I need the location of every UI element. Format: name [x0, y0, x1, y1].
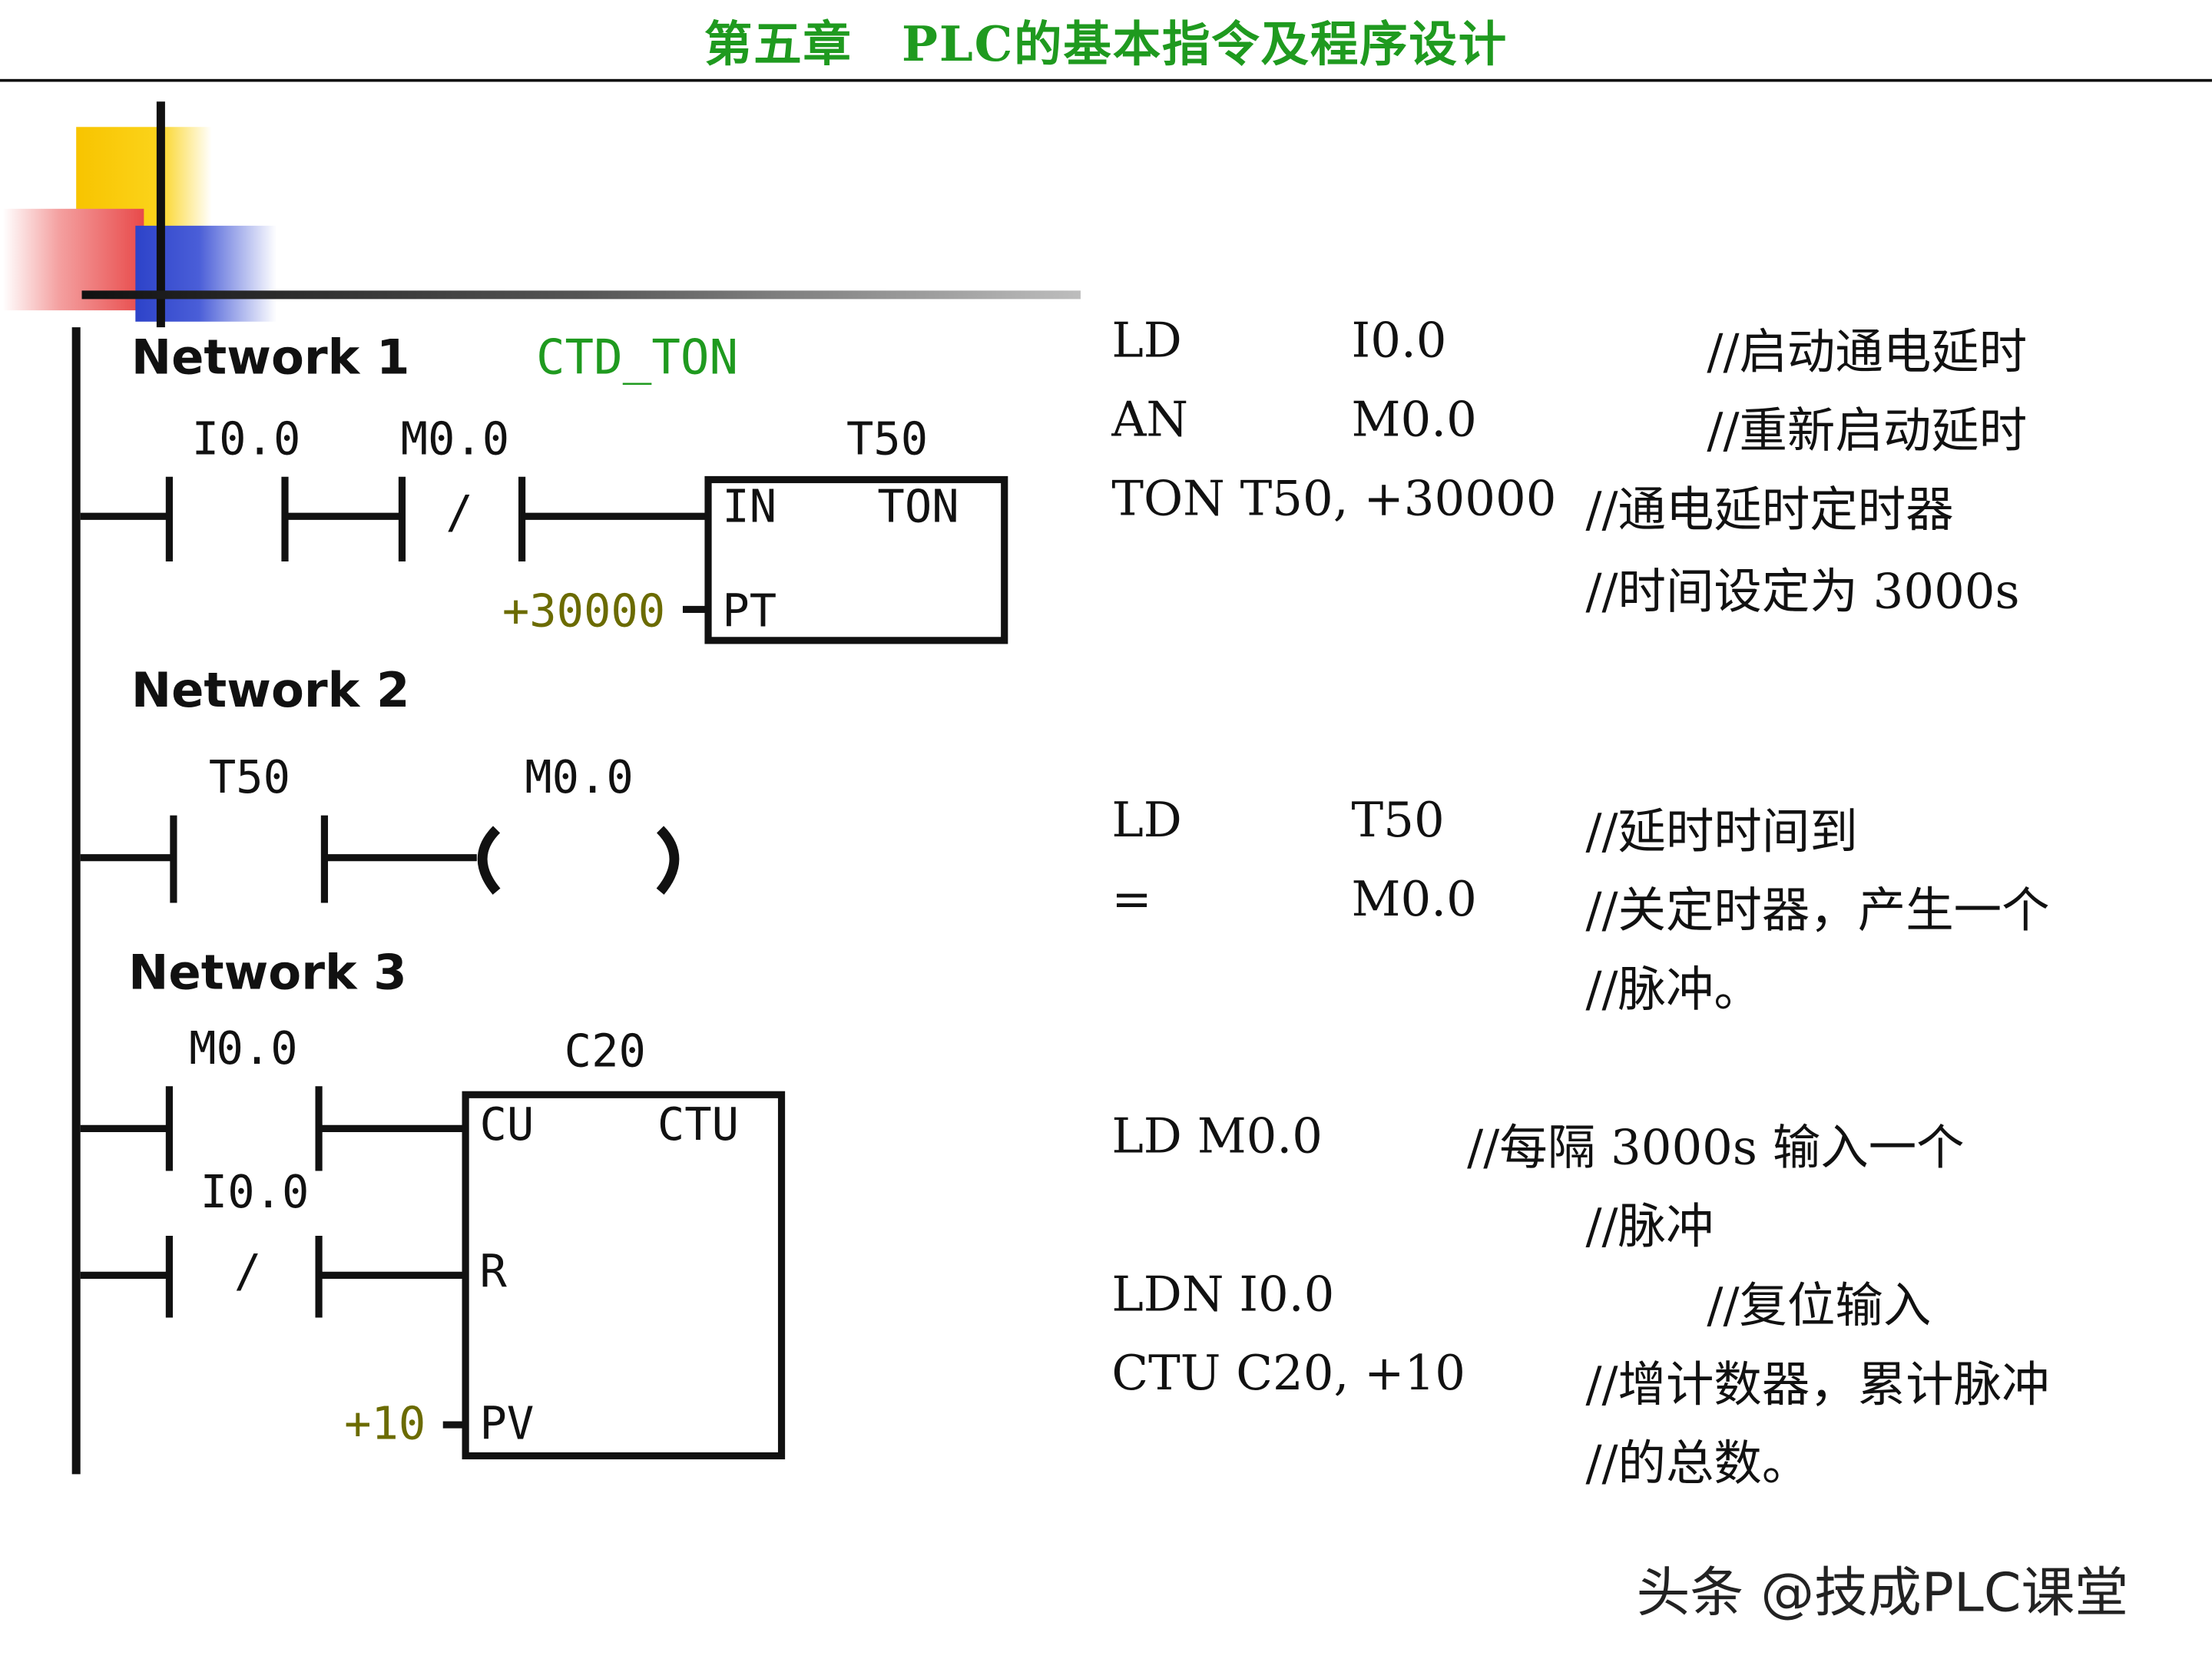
stl-n1-comment-4: //时间设定为 3000s [1585, 564, 2020, 621]
title-divider [0, 78, 2212, 82]
n1-negation-mark: / [445, 485, 473, 539]
ton-box [704, 475, 1008, 644]
n1-timer-label: T50 [846, 412, 929, 466]
stl-n2-comment-2: //关定时器，产生一个 [1585, 882, 2050, 940]
stl-n2-op-1: LD [1111, 793, 1182, 849]
ctu-pv-pin: PV [479, 1396, 535, 1451]
stl-n2-comment-3: //脉冲。 [1585, 962, 1762, 1019]
power-rail [71, 327, 81, 1475]
n2-contact-label: T50 [208, 750, 290, 804]
stl-n1-comment-3: //通电延时定时器 [1585, 482, 1954, 539]
ton-pt-pin: PT [722, 584, 777, 638]
ton-in-pin: IN [722, 479, 777, 534]
n1-contact2-label: M0.0 [400, 412, 510, 466]
network1-comment: CTD_TON [535, 329, 739, 387]
n3-negation-mark: / [233, 1243, 262, 1298]
stl-n1-comment-2: //重新启动延时 [1707, 403, 2028, 460]
ctu-box [462, 1091, 786, 1460]
ton-type-label: TON [877, 479, 959, 534]
ctu-type-label: CTU [657, 1097, 740, 1151]
network2-label: Network 2 [131, 663, 410, 720]
stl-n3-op-3: LDN I0.0 [1111, 1267, 1335, 1323]
stl-n3-comment-3: //复位输入 [1707, 1278, 1932, 1335]
stl-n3-op-1: LD M0.0 [1111, 1108, 1323, 1166]
page-title: 第五章 PLC的基本指令及程序设计 [704, 17, 1508, 74]
n3-rung [80, 1086, 466, 1429]
n3-r-contact-label: I0.0 [200, 1165, 310, 1219]
stl-n3-op-4: CTU C20, +10 [1111, 1346, 1465, 1402]
ctu-cu-pin: CU [479, 1097, 535, 1151]
n3-cu-contact-label: M0.0 [189, 1021, 298, 1075]
ctu-preset: +10 [344, 1396, 426, 1451]
n1-rung [80, 476, 706, 614]
stl-n2-op-2: = [1111, 872, 1152, 929]
n3-counter-label: C20 [564, 1024, 646, 1078]
stl-n1-arg-1: I0.0 [1351, 313, 1447, 370]
n2-rung [80, 815, 680, 903]
stl-n2-arg-1: T50 [1351, 793, 1445, 849]
decor-vertical-line [156, 101, 165, 328]
n1-contact1-label: I0.0 [191, 412, 301, 466]
watermark: 头条 @技成PLC课堂 [1636, 1561, 2129, 1624]
stl-n3-comment-2: //脉冲 [1585, 1199, 1714, 1256]
ctu-r-pin: R [479, 1243, 507, 1298]
n2-coil-label: M0.0 [525, 750, 634, 804]
ton-preset: +30000 [502, 584, 666, 638]
stl-n2-comment-1: //延时时间到 [1585, 803, 1858, 861]
stl-n3-comment-4: //增计数器，累计脉冲 [1585, 1356, 2050, 1414]
stl-n3-comment-5: //的总数。 [1585, 1435, 1810, 1493]
network1-label: Network 1 [131, 329, 410, 387]
stl-n3-comment-1: //每隔 3000s 输入一个 [1467, 1120, 1965, 1177]
stl-n1-arg-2: M0.0 [1351, 392, 1477, 449]
network3-label: Network 3 [128, 945, 407, 1002]
stl-n2-arg-2: M0.0 [1351, 872, 1477, 929]
stl-n1-comment-1: //启动通电延时 [1707, 324, 2028, 381]
stl-n1-op-1: LD [1111, 313, 1182, 370]
stl-n1-op-2: AN [1111, 392, 1189, 449]
stl-n1-op-3: TON T50, +30000 [1111, 471, 1557, 528]
decor-horizontal-line [81, 290, 1081, 300]
